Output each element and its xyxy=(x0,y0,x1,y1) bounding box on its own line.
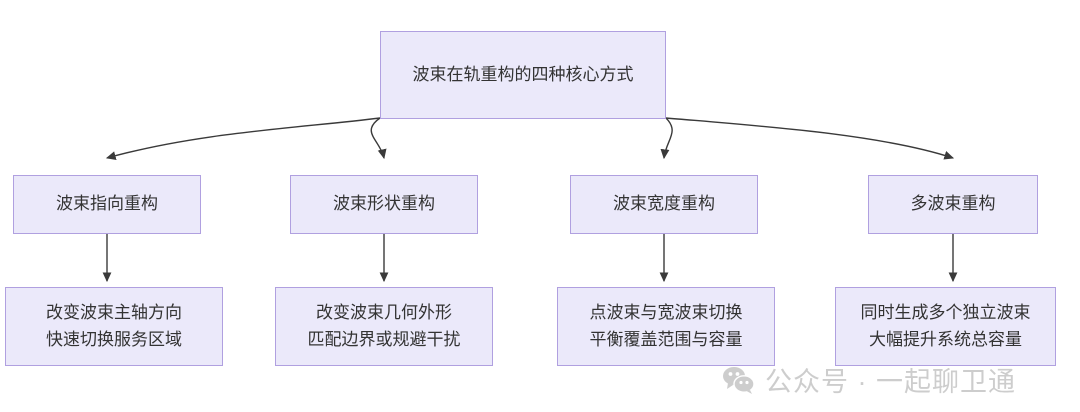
node-beam-pointing-label: 波束指向重构 xyxy=(56,194,158,214)
node-beam-width-detail-line2: 平衡覆盖范围与容量 xyxy=(589,329,743,349)
node-beam-pointing[interactable]: 波束指向重构 xyxy=(13,175,201,234)
node-beam-width-detail[interactable]: 点波束与宽波束切换 平衡覆盖范围与容量 xyxy=(557,287,775,366)
node-beam-width-detail-line1: 点波束与宽波束切换 xyxy=(589,303,743,323)
node-beam-pointing-detail[interactable]: 改变波束主轴方向 快速切换服务区域 xyxy=(5,287,223,366)
node-beam-width[interactable]: 波束宽度重构 xyxy=(570,175,758,234)
node-beam-shape[interactable]: 波束形状重构 xyxy=(290,175,478,234)
node-root[interactable]: 波束在轨重构的四种核心方式 xyxy=(380,31,666,119)
edge-root-to-beam-width xyxy=(660,117,673,160)
node-multibeam-detail-line1: 同时生成多个独立波束 xyxy=(860,303,1031,323)
node-beam-width-label: 波束宽度重构 xyxy=(613,194,715,214)
node-beam-shape-label: 波束形状重构 xyxy=(333,194,435,214)
node-root-label: 波束在轨重构的四种核心方式 xyxy=(412,64,634,84)
node-beam-shape-detail[interactable]: 改变波束几何外形 匹配边界或规避干扰 xyxy=(275,287,493,366)
edge-root-to-beam-shape xyxy=(370,117,387,160)
wechat-icon xyxy=(723,366,755,394)
edge-root-to-beam-pointing xyxy=(105,117,381,160)
node-multibeam-label: 多波束重构 xyxy=(910,194,996,214)
node-multibeam-detail-line2: 大幅提升系统总容量 xyxy=(869,329,1022,349)
node-beam-shape-detail-line2: 匹配边界或规避干扰 xyxy=(307,329,461,349)
edge-root-to-multibeam xyxy=(665,117,955,160)
node-multibeam-detail[interactable]: 同时生成多个独立波束 大幅提升系统总容量 xyxy=(835,287,1056,366)
node-beam-pointing-detail-line2: 快速切换服务区域 xyxy=(46,329,182,349)
node-multibeam[interactable]: 多波束重构 xyxy=(868,175,1038,234)
node-beam-shape-detail-line1: 改变波束几何外形 xyxy=(316,303,452,323)
node-beam-pointing-detail-line1: 改变波束主轴方向 xyxy=(46,303,182,323)
